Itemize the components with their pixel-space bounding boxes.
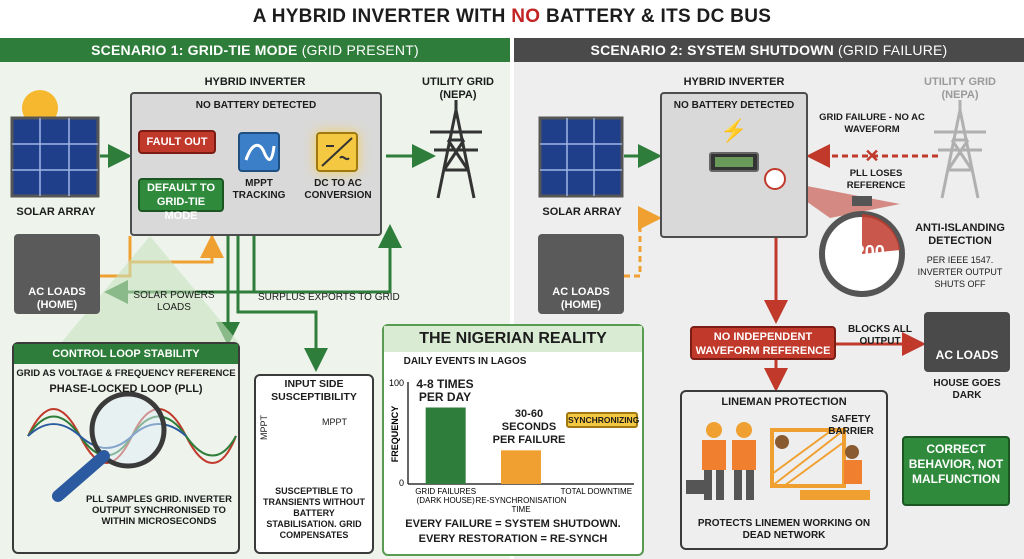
input-description: SUSCEPTIBLE TO TRANSIENTS WITHOUT BATTER… — [263, 486, 365, 540]
lineman-description: PROTECTS LINEMEN WORKING ON DEAD NETWORK — [697, 518, 871, 541]
y-tick-top: 100 — [389, 378, 404, 388]
grid-tower-icon-2 — [934, 100, 986, 199]
correct-behavior-box: CORRECT BEHAVIOR, NOT MALFUNCTION — [902, 436, 1010, 506]
house-dark-label: HOUSE GOES DARK — [933, 378, 1001, 401]
grid-failure-label: GRID FAILURE - NO AC WAVEFORM — [819, 112, 925, 135]
ac-loads-box-1 — [14, 234, 100, 314]
page-title: A HYBRID INVERTER WITH NO BATTERY & ITS … — [0, 6, 1024, 28]
bar-0 — [425, 407, 466, 484]
timer-unit: milliseconds — [840, 264, 884, 273]
svg-text:✕: ✕ — [864, 146, 879, 166]
solar-powers-label: SOLAR POWERS LOADS — [133, 290, 215, 313]
linemen-icon — [686, 422, 756, 500]
y-tick-bottom: 0 — [399, 478, 404, 488]
blocks-output-label: BLOCKS ALL OUTPUT — [847, 324, 913, 347]
mppt-curve-label: MPPT — [322, 417, 348, 427]
anti-islanding-desc: PER IEEE 1547. INVERTER OUTPUT SHUTS OFF — [917, 255, 1003, 289]
ac-loads-label-1: AC LOADS (HOME) — [28, 286, 86, 311]
input-susceptibility-title: INPUT SIDE SUSCEPTIBILITY — [271, 378, 357, 403]
stopwatch-icon — [819, 196, 905, 297]
scenario2-header-bold: SCENARIO 2: SYSTEM SHUTDOWN — [590, 42, 834, 58]
surplus-label: SURPLUS EXPORTS TO GRID — [258, 292, 400, 303]
solar-panel-icon-2 — [538, 116, 624, 198]
lineman-card — [680, 390, 888, 550]
nigeria-bar-chart: 100 0 FREQUENCY GRID FAILURES(DARK HOUSE… — [389, 378, 634, 514]
safety-barrier-label: SAFETY BARRIER — [828, 414, 874, 437]
scenario1-header-thin: (GRID PRESENT) — [297, 42, 419, 58]
inverter-label-1: HYBRID INVERTER — [204, 76, 306, 88]
ac-loads-dark-label: AC LOADS — [935, 348, 999, 362]
fault-out-button[interactable]: FAULT OUT — [138, 130, 216, 154]
solar-array-label-2: SOLAR ARRAY — [542, 206, 622, 218]
ac-loads-box-2 — [538, 234, 624, 314]
no-battery-label-2: NO BATTERY DETECTED — [673, 100, 795, 111]
nigerian-reality-title: THE NIGERIAN REALITY — [384, 326, 642, 352]
nigeria-footer-1: EVERY FAILURE = SYSTEM SHUTDOWN. — [405, 518, 621, 530]
clock-icon — [764, 168, 786, 190]
scenario1-header: SCENARIO 1: GRID-TIE MODE (GRID PRESENT) — [0, 38, 510, 62]
synchronizing-badge: SYNCHRONIZING — [566, 412, 639, 428]
no-battery-label-1: NO BATTERY DETECTED — [195, 100, 317, 111]
mppt-axis-label: MPPT — [259, 414, 269, 440]
input-susceptibility-card — [254, 374, 374, 554]
scenario2-header-thin: (GRID FAILURE) — [833, 42, 948, 58]
title-text-post: BATTERY & ITS DC BUS — [540, 6, 772, 27]
safety-barrier-icon — [770, 428, 870, 500]
nigeria-subtitle: DAILY EVENTS IN LAGOS — [403, 356, 527, 367]
mppt-tracking-label: MPPT TRACKING — [232, 178, 286, 201]
utility-grid-label-2: UTILITY GRID (NEPA) — [924, 76, 996, 101]
dc-ac-label: DC TO AC CONVERSION — [304, 178, 372, 201]
pll-description: PLL SAMPLES GRID. INVERTER OUTPUT SYNCHR… — [85, 494, 233, 527]
pll-title: PHASE-LOCKED LOOP (PLL) — [49, 383, 203, 395]
utility-grid-label-1: UTILITY GRID (NEPA) — [422, 76, 494, 101]
bar2-value-label: 30-60 SECONDS PER FAILURE — [492, 408, 566, 446]
solar-panel-icon-1 — [10, 90, 100, 198]
y-axis-label: FREQUENCY — [390, 406, 400, 463]
title-text-red: NO — [511, 6, 541, 27]
nigerian-reality-card: THE NIGERIAN REALITY — [382, 324, 644, 556]
lineman-title: LINEMAN PROTECTION — [721, 396, 847, 408]
bar-1 — [501, 450, 541, 484]
control-loop-card: CONTROL LOOP STABILITY — [12, 342, 240, 554]
nigeria-footer-2: EVERY RESTORATION = RE-SYNCH — [418, 533, 608, 545]
inverter-label-2: HYBRID INVERTER — [683, 76, 785, 88]
timer-value: < 200 — [839, 242, 885, 262]
category-label-0: GRID FAILURES(DARK HOUSE) — [415, 487, 476, 505]
scenario1-header-bold: SCENARIO 1: GRID-TIE MODE — [91, 42, 298, 58]
title-text-pre: A HYBRID INVERTER WITH — [252, 6, 512, 27]
control-loop-title: CONTROL LOOP STABILITY — [14, 344, 238, 364]
no-reference-box: NO INDEPENDENT WAVEFORM REFERENCE — [690, 326, 836, 360]
mppt-icon — [238, 132, 280, 172]
ac-loads-label-2: AC LOADS (HOME) — [552, 286, 610, 311]
scenario2-header: SCENARIO 2: SYSTEM SHUTDOWN (GRID FAILUR… — [514, 38, 1024, 62]
hybrid-inverter-2: NO BATTERY DETECTED ⚡ — [660, 92, 808, 238]
pll-magnifier-icon — [27, 391, 237, 502]
solar-array-label-1: SOLAR ARRAY — [16, 206, 96, 218]
grid-tower-icon-1 — [430, 100, 482, 199]
inverter-display — [709, 152, 759, 172]
category-label-2: TOTAL DOWNTIME — [561, 487, 632, 496]
anti-islanding-title: ANTI-ISLANDING DETECTION — [915, 222, 1005, 247]
dc-ac-icon — [316, 132, 358, 172]
grid-reference-label: GRID AS VOLTAGE & FREQUENCY REFERENCE — [16, 368, 236, 379]
pll-loses-label: PLL LOSES REFERENCE — [846, 168, 906, 191]
lightning-icon: ⚡ — [720, 118, 748, 143]
bar1-value-label: 4-8 TIMES PER DAY — [416, 377, 474, 404]
default-grid-tie-button[interactable]: DEFAULT TO GRID-TIE MODE — [138, 178, 224, 222]
ac-loads-dark-box: AC LOADS — [924, 312, 1010, 372]
